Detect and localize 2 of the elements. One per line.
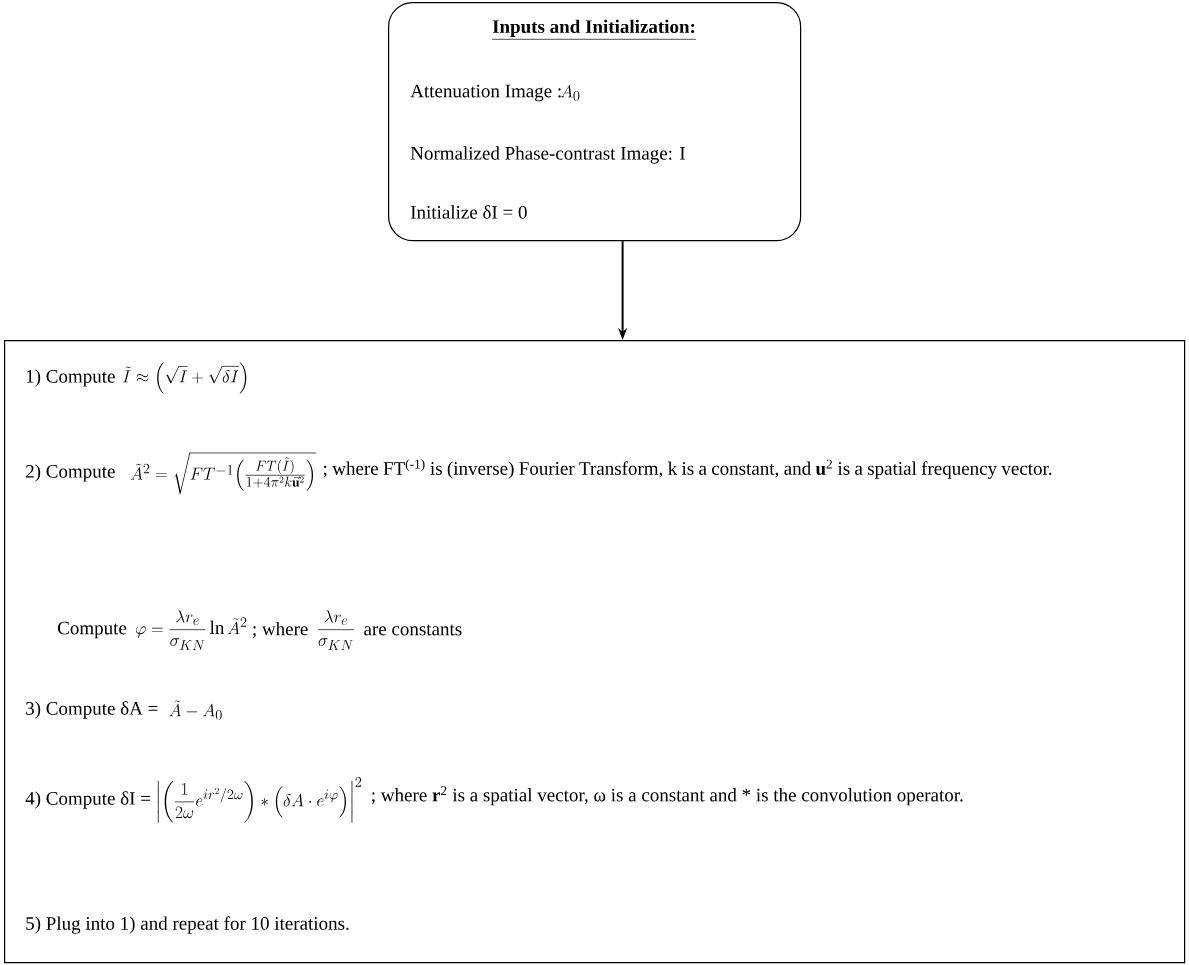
rounded-box: Inputs and Initialization: Attenuation Image :$A_{0}$ Normalized Phase-contrast Image: I Initialize δI = 0 <box>388 2 802 242</box>
process-box: 1) Compute $\tilde{I} \approx \left(\sqrt{I}+\sqrt{\delta I}\right)$ 2) Compute $\tilde{A}^{2} = \sqrt{FT^{-1}\Bigl(\frac{FT(\tilde{I})}{1+4\pi^{2}k\vec{\mathbf{u}}^{2}}\Bigr)}$ ; where FT$^{(-1)}$ is (inverse) Fourier Transform, k is a constant, and u$^{2}$ is a spatial frequency vector. Compute $\varphi = \frac{\lambda r_{e}}{\sigma_{KN}}\ln\tilde{A}^{2}$ ; where $\frac{\lambda r_{e}}{\sigma_{KN}}$ are constants 3) Compute δA = $\tilde{A} - A_{0}$ 4) Compute δI = $\left|\left(\frac{1}{2\omega}e^{ir^{2}/2\omega}\right)*\left(\delta A\cdot e^{i\varphi}\right)\right|^{2}$ ; where r$^{2}$ is a spatial vector, ω is a constant and * is the convolution operator. 5) Plug into 1) and repeat for 10 iterations. <box>4 340 1186 964</box>
